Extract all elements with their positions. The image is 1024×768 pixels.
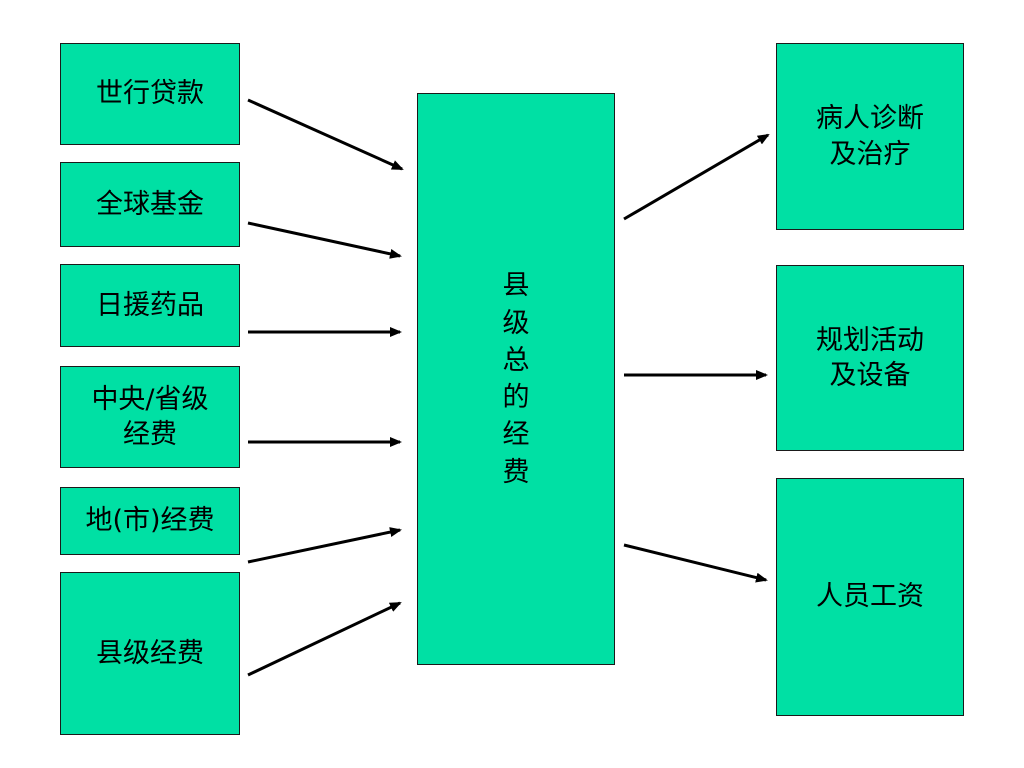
arrow-source-2-to-center — [247, 221, 402, 259]
use-box-staff-salaries: 人员工资 — [776, 478, 964, 716]
source-label: 县级经费 — [96, 637, 204, 669]
arrow-source-6-to-center — [247, 601, 402, 677]
source-box-county-funds: 县级经费 — [60, 572, 240, 735]
use-label: 人员工资 — [816, 581, 924, 613]
center-box-total-county-funds: 县级总的经费 — [417, 93, 615, 665]
source-box-prefecture-city-funds: 地(市)经费 — [60, 487, 240, 555]
use-label: 规划活动及设备 — [815, 324, 924, 391]
source-box-central-provincial-funds: 中央/省级经费 — [60, 366, 240, 468]
source-box-japanese-aid-drugs: 日援药品 — [60, 264, 240, 347]
use-box-planning-activities-equipment: 规划活动及设备 — [776, 265, 964, 451]
source-label: 全球基金 — [96, 188, 204, 220]
arrow-center-to-use-3 — [623, 543, 768, 583]
arrow-source-1-to-center — [247, 98, 404, 171]
source-label: 日援药品 — [96, 289, 204, 321]
arrow-source-5-to-center — [247, 527, 402, 564]
source-label: 地(市)经费 — [85, 505, 215, 537]
center-label: 县级总的经费 — [502, 270, 530, 488]
source-label: 世行贷款 — [96, 78, 204, 110]
source-box-world-bank-loan: 世行贷款 — [60, 43, 240, 145]
source-box-global-fund: 全球基金 — [60, 162, 240, 247]
source-label: 中央/省级经费 — [91, 383, 209, 450]
use-box-patient-diagnosis-treatment: 病人诊断及治疗 — [776, 43, 964, 230]
arrow-center-to-use-1 — [623, 133, 770, 221]
use-label: 病人诊断及治疗 — [815, 103, 924, 170]
